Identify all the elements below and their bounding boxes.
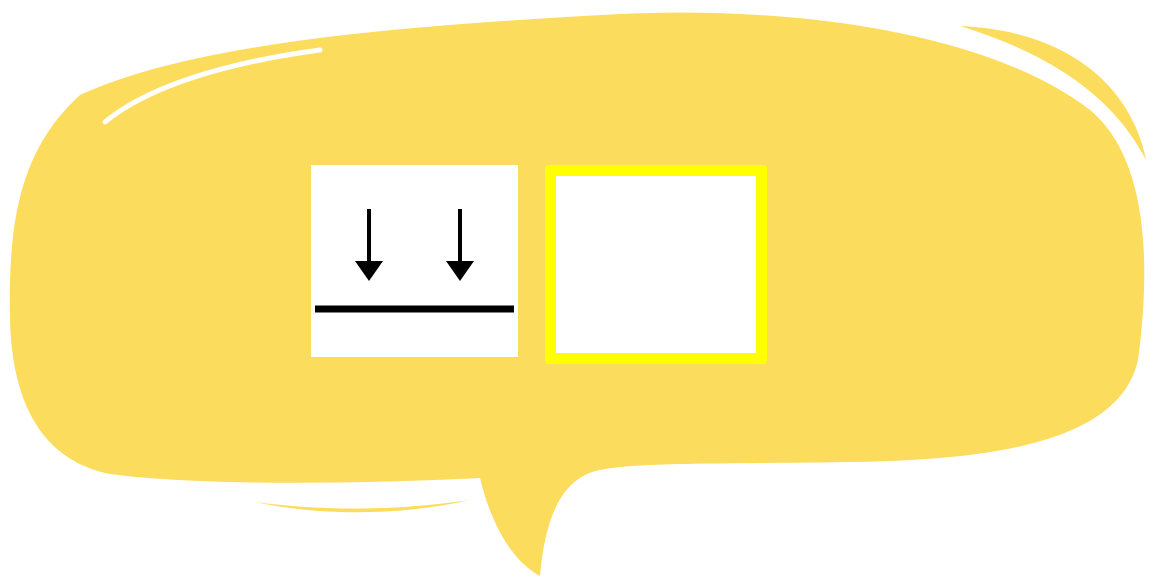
answer-box[interactable] (545, 165, 767, 364)
bubble-accent-streak-bottom (255, 500, 470, 512)
left-arrow-head (355, 261, 383, 281)
symbol-card (311, 165, 518, 357)
two-down-arrows-onto-line-icon (311, 165, 518, 357)
right-arrow-head (446, 261, 474, 281)
